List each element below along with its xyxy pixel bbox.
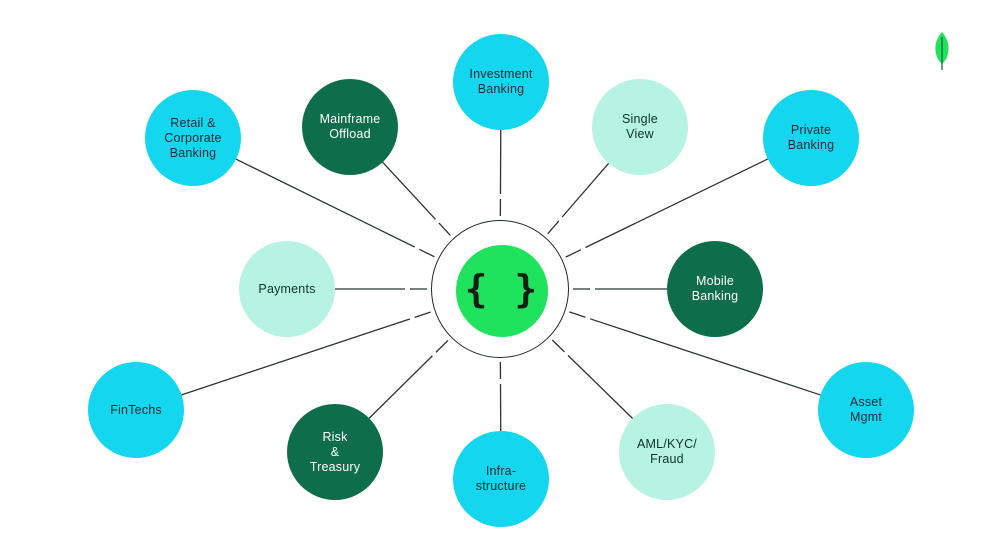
- curly-braces-icon: { }: [464, 267, 540, 311]
- connector-asset-mgmt: [589, 318, 821, 396]
- connector-tick-fintechs: [414, 311, 431, 319]
- connector-fintechs: [181, 318, 411, 396]
- node-label: Investment Banking: [469, 67, 533, 96]
- node-investment-banking: Investment Banking: [453, 34, 549, 130]
- connector-retail-corporate-banking: [235, 158, 416, 248]
- connector-tick-mainframe-offload: [438, 222, 451, 236]
- node-mobile-banking: Mobile Banking: [667, 241, 763, 337]
- leaf-icon: [935, 32, 949, 70]
- node-label: Retail & Corporate Banking: [164, 115, 222, 160]
- node-label: Single View: [622, 112, 658, 141]
- node-label: Mainframe Offload: [319, 112, 381, 141]
- node-mainframe-offload: Mainframe Offload: [302, 79, 398, 175]
- connector-risk-treasury: [368, 355, 433, 419]
- node-label: Infra- structure: [475, 464, 527, 493]
- node-label: AML/KYC/ Fraud: [637, 437, 697, 466]
- node-label: Private Banking: [787, 123, 835, 152]
- node-payments: Payments: [239, 241, 335, 337]
- connector-private-banking: [585, 158, 769, 249]
- connector-tick-retail-corporate-banking: [418, 248, 435, 258]
- node-infrastructure: Infra- structure: [453, 431, 549, 527]
- node-risk-treasury: Risk & Treasury: [287, 404, 383, 500]
- node-retail-corporate-banking: Retail & Corporate Banking: [145, 90, 241, 186]
- connector-tick-aml-kyc-fraud: [551, 339, 565, 353]
- node-private-banking: Private Banking: [763, 90, 859, 186]
- node-label: FinTechs: [110, 402, 162, 417]
- node-label: Mobile Banking: [691, 274, 739, 303]
- hub-core: { }: [456, 245, 548, 337]
- connector-tick-private-banking: [565, 249, 582, 258]
- node-label: Asset Mgmt: [849, 395, 883, 424]
- connector-mainframe-offload: [382, 161, 436, 220]
- connector-single-view: [561, 162, 610, 218]
- node-fintechs: FinTechs: [88, 362, 184, 458]
- node-aml-kyc-fraud: AML/KYC/ Fraud: [619, 404, 715, 500]
- node-asset-mgmt: Asset Mgmt: [818, 362, 914, 458]
- node-label: Risk & Treasury: [309, 429, 361, 474]
- connector-aml-kyc-fraud: [567, 354, 634, 419]
- node-label: Payments: [258, 281, 316, 296]
- connector-tick-risk-treasury: [435, 339, 449, 353]
- connector-tick-single-view: [547, 220, 560, 235]
- node-single-view: Single View: [592, 79, 688, 175]
- connector-tick-asset-mgmt: [569, 311, 586, 318]
